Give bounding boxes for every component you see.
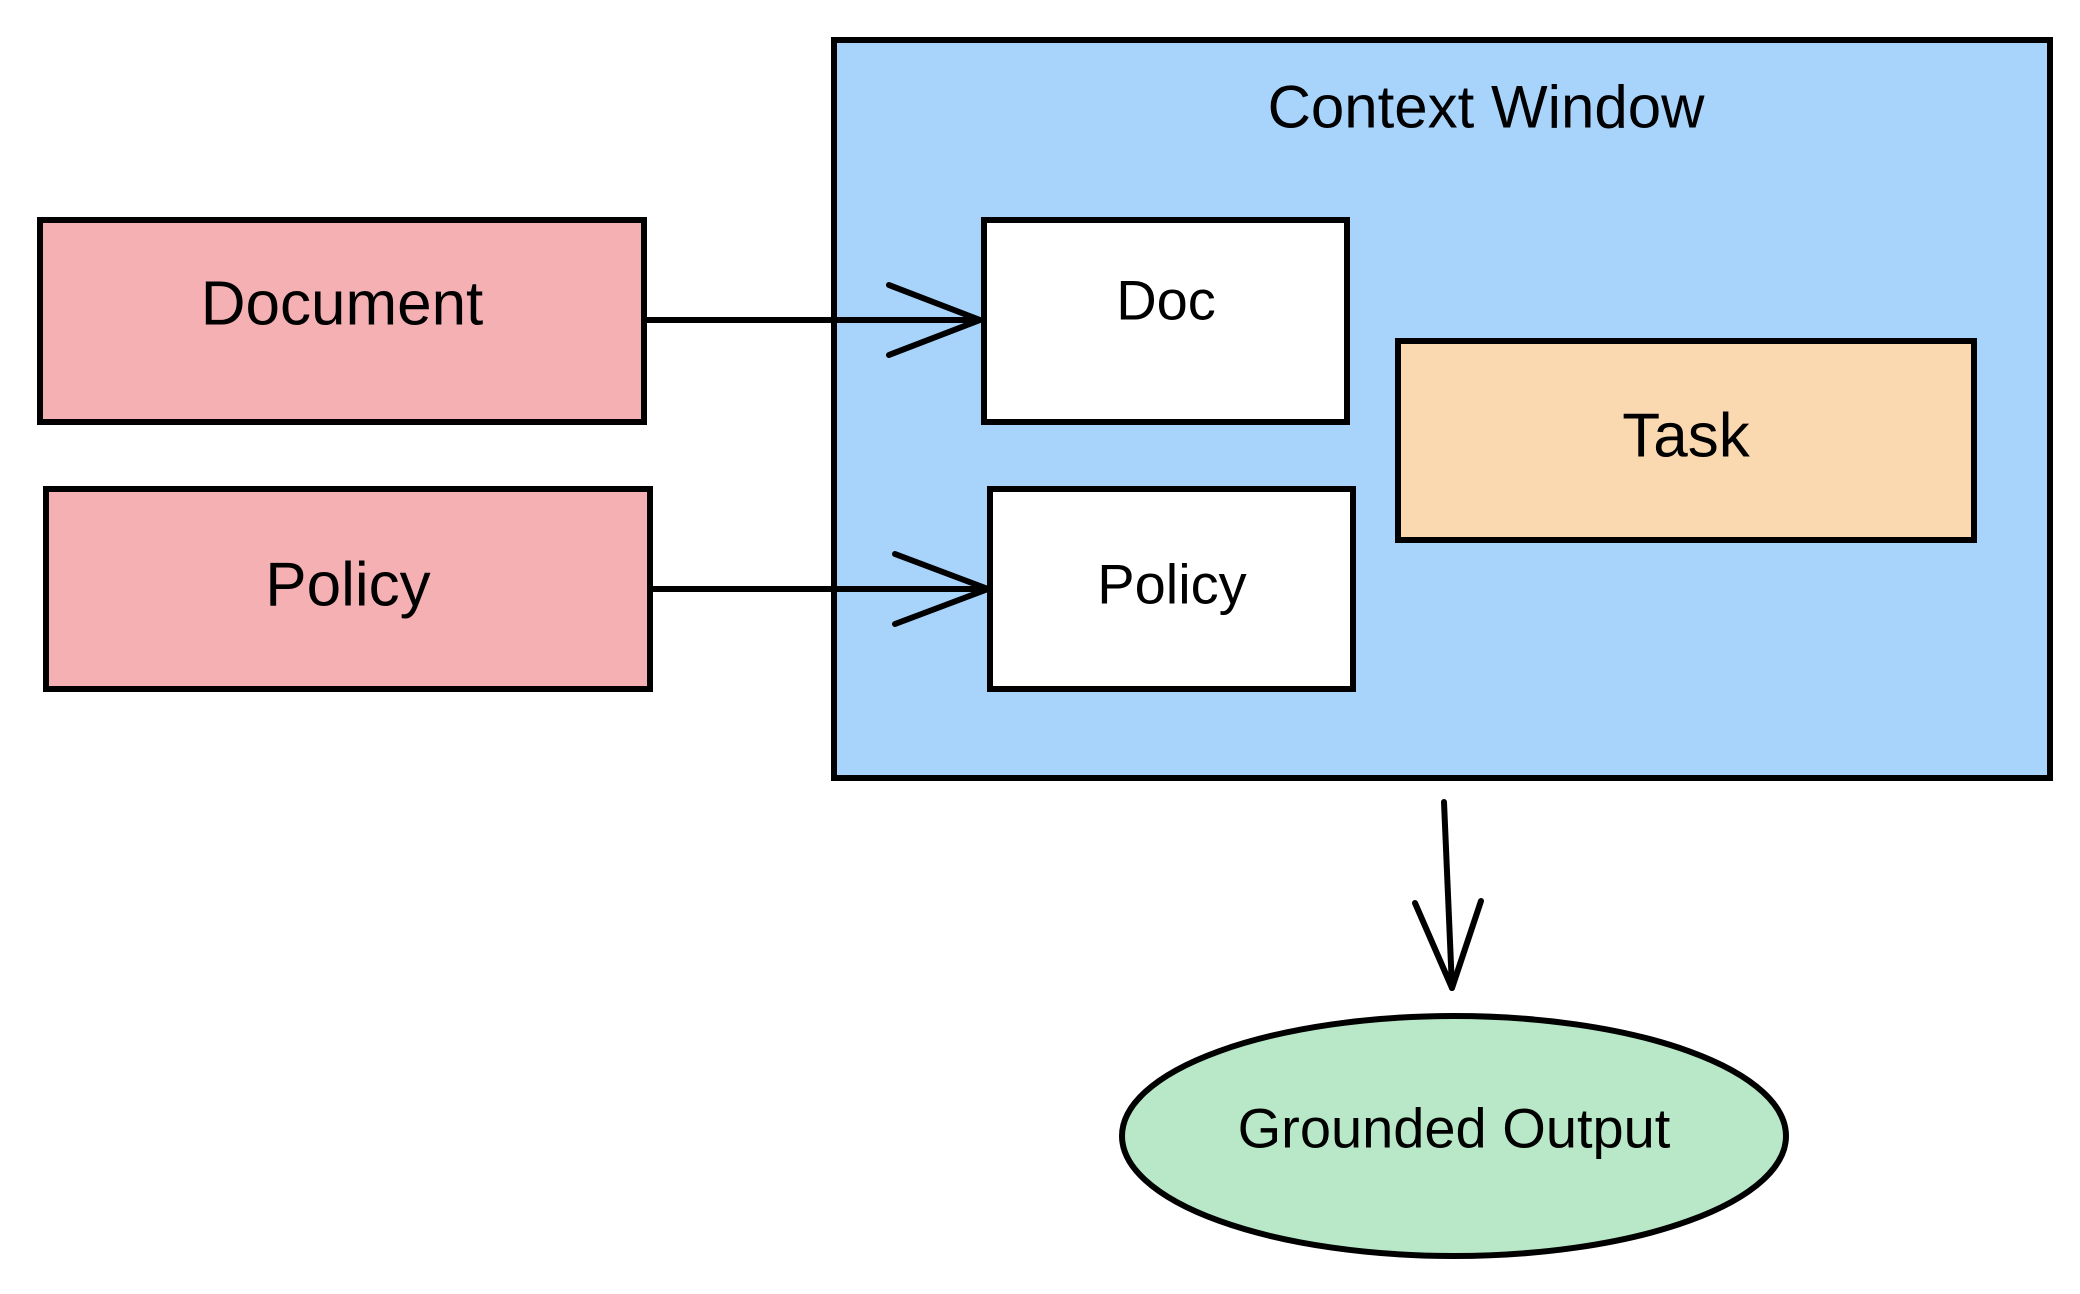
context-window-title: Context Window	[1268, 74, 1706, 141]
doc-slot-box	[981, 217, 1350, 425]
policy-slot-label: Policy	[1097, 553, 1246, 616]
edge-line	[1441, 799, 1455, 991]
doc-slot-label: Doc	[1116, 269, 1216, 332]
doc-slot-node: Doc	[981, 217, 1350, 425]
task-node: Task	[1395, 338, 1977, 543]
arrowhead-icon	[886, 282, 983, 358]
edge-policy-to-policy-slot	[647, 551, 991, 627]
output-ellipse	[1119, 1013, 1789, 1259]
document-node: Document	[37, 217, 647, 425]
output-label: Grounded Output	[1238, 1097, 1671, 1160]
policy-label: Policy	[265, 551, 430, 620]
edge-context-to-output	[1412, 799, 1484, 991]
policy-slot-node: Policy	[987, 486, 1356, 692]
arrowhead-icon	[892, 551, 991, 627]
policy-node: Policy	[43, 486, 653, 692]
output-node: Grounded Output	[1119, 1013, 1789, 1259]
document-box	[37, 217, 647, 425]
edge-document-to-doc	[641, 282, 983, 358]
task-box	[1395, 338, 1977, 543]
policy-box	[43, 486, 653, 692]
policy-slot-box	[987, 486, 1356, 692]
arrowhead-icon	[1412, 898, 1484, 991]
task-label: Task	[1622, 402, 1750, 471]
document-label: Document	[201, 270, 484, 339]
